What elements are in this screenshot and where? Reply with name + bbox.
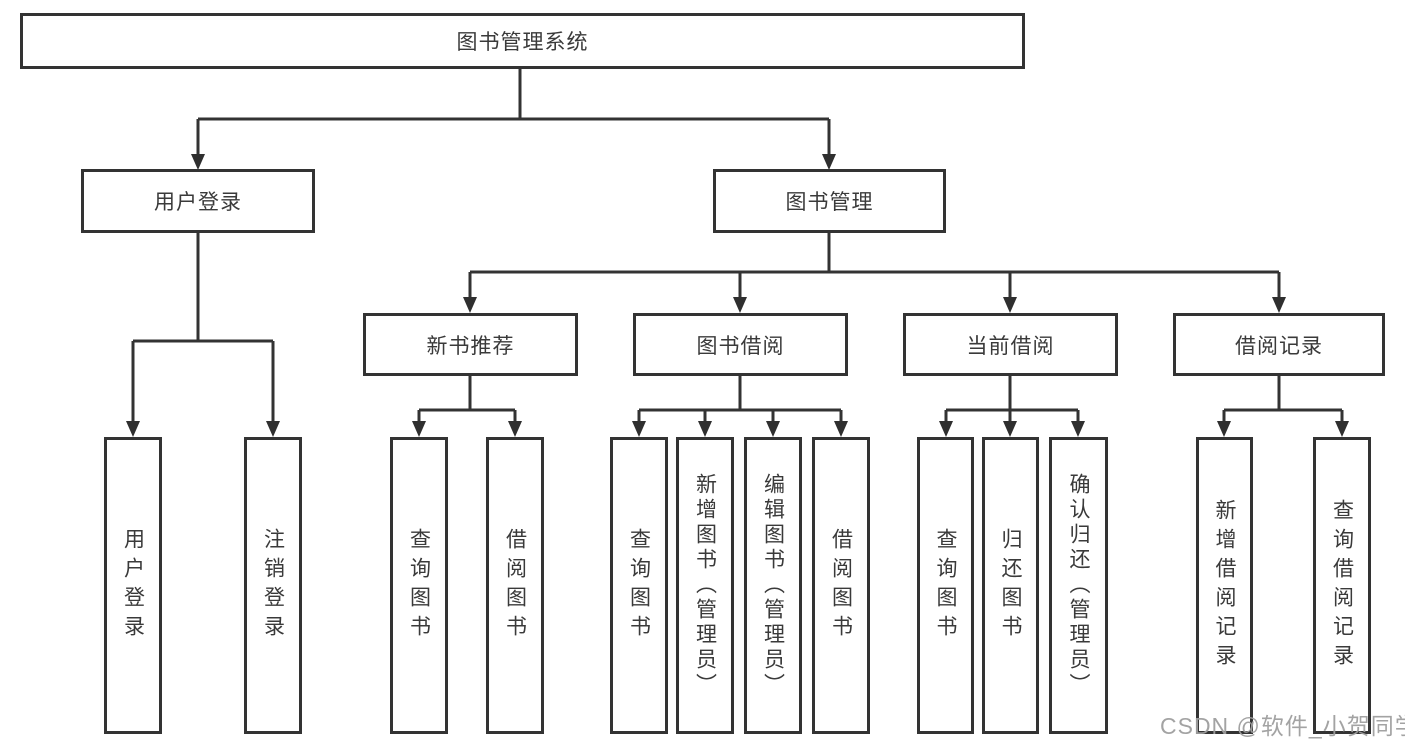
node-label: 图书管理系统 bbox=[456, 31, 589, 54]
node-label: 当前借阅 bbox=[966, 334, 1055, 358]
leaf-user-login: 用户登录 bbox=[104, 437, 162, 734]
node-label: 查询图书 bbox=[407, 527, 431, 644]
node-label: 借阅图书 bbox=[829, 527, 853, 644]
node-label: 图书管理 bbox=[785, 191, 874, 214]
node-label: 新书推荐 bbox=[426, 334, 515, 358]
node-book-management: 图书管理 bbox=[713, 169, 946, 233]
node-label: 归还图书 bbox=[999, 527, 1022, 644]
leaf-query-books-recommendation: 查询图书 bbox=[390, 437, 448, 734]
node-label: 用户登录 bbox=[154, 191, 242, 214]
node-label: 编辑图书（管理员） bbox=[761, 473, 785, 698]
node-label: 确认归还（管理员） bbox=[1067, 473, 1090, 698]
leaf-borrow-books-borrowing: 借阅图书 bbox=[812, 437, 870, 734]
node-new-book-recommendation: 新书推荐 bbox=[363, 313, 578, 376]
leaf-add-borrow-record: 新增借阅记录 bbox=[1196, 437, 1253, 734]
node-label: 新增图书（管理员） bbox=[693, 473, 717, 698]
leaf-query-borrow-record: 查询借阅记录 bbox=[1313, 437, 1371, 734]
connector-paths bbox=[131, 69, 1344, 425]
node-label: 注销登录 bbox=[261, 527, 285, 644]
leaf-confirm-return-admin: 确认归还（管理员） bbox=[1049, 437, 1108, 734]
leaf-edit-book-admin: 编辑图书（管理员） bbox=[744, 437, 802, 734]
leaf-return-book: 归还图书 bbox=[982, 437, 1039, 734]
node-user-login: 用户登录 bbox=[81, 169, 315, 233]
node-borrowing-records: 借阅记录 bbox=[1173, 313, 1385, 376]
leaf-borrow-books-recommendation: 借阅图书 bbox=[486, 437, 544, 734]
leaf-add-book-admin: 新增图书（管理员） bbox=[676, 437, 734, 734]
node-label: 借阅图书 bbox=[503, 527, 527, 644]
leaf-query-books-current: 查询图书 bbox=[917, 437, 974, 734]
arrowheads bbox=[126, 154, 1349, 437]
node-label: 图书借阅 bbox=[696, 334, 785, 358]
node-current-borrowing: 当前借阅 bbox=[903, 313, 1118, 376]
node-label: 查询图书 bbox=[934, 527, 957, 644]
node-label: 借阅记录 bbox=[1235, 334, 1323, 358]
node-label: 查询图书 bbox=[627, 527, 651, 644]
leaf-query-books-borrowing: 查询图书 bbox=[610, 437, 668, 734]
node-library-management-system: 图书管理系统 bbox=[20, 13, 1025, 69]
node-label: 用户登录 bbox=[121, 527, 145, 644]
watermark-text: CSDN @软件_小贺同学 bbox=[1160, 713, 1405, 739]
node-label: 新增借阅记录 bbox=[1213, 498, 1236, 673]
leaf-logout-login: 注销登录 bbox=[244, 437, 302, 734]
node-label: 查询借阅记录 bbox=[1330, 498, 1354, 673]
node-book-borrowing: 图书借阅 bbox=[633, 313, 848, 376]
